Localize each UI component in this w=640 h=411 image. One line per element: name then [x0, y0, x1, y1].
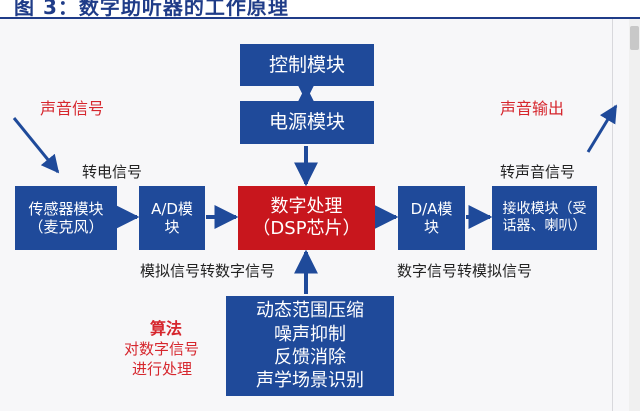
frame-border — [612, 19, 613, 411]
analog-to-digital-label: 模拟信号转数字信号 — [140, 262, 276, 280]
algorithm-title: 算法 — [150, 319, 183, 338]
algorithm-desc-line2: 进行处理 — [132, 360, 193, 378]
sensor-module-label: 传感器模块（麦克风） — [28, 200, 104, 236]
algo-feedback-cancel: 反馈消除 — [274, 347, 346, 368]
sound-signal-label: 声音信号 — [40, 99, 105, 118]
ad-module: A/D模块 — [139, 186, 205, 250]
control-module: 控制模块 — [240, 44, 374, 86]
receiver-module: 接收模块（受话器、喇叭） — [492, 186, 597, 250]
title-divider — [0, 17, 640, 19]
digital-to-analog-label: 数字信号转模拟信号 — [397, 262, 533, 280]
algorithm-desc-line1: 对数字信号 — [124, 340, 200, 358]
to-electric-label: 转电信号 — [82, 163, 143, 181]
power-module-label: 电源模块 — [268, 111, 345, 134]
scrollbar[interactable] — [629, 19, 640, 411]
ad-module-label: A/D模块 — [151, 200, 193, 236]
sound-out-arrow — [586, 104, 618, 153]
da-module-label: D/A模块 — [410, 200, 453, 236]
algorithm-block: 动态范围压缩 噪声抑制 反馈消除 声学场景识别 — [226, 296, 394, 396]
algo-noise-suppression: 噪声抑制 — [274, 323, 346, 345]
scrollbar-thumb[interactable] — [630, 26, 639, 50]
da-module: D/A模块 — [398, 186, 465, 250]
dsp-module-label: 数字处理（DSP芯片） — [252, 196, 361, 239]
sound-in-arrow — [12, 117, 60, 174]
control-module-label: 控制模块 — [268, 53, 345, 76]
dsp-module: 数字处理（DSP芯片） — [238, 186, 375, 250]
sound-output-label: 声音输出 — [500, 99, 565, 118]
algo-compression: 动态范围压缩 — [256, 300, 364, 322]
algo-scene-recognition: 声学场景识别 — [256, 370, 364, 392]
page-title: 图 3：数字助听器的工作原理 — [14, 0, 289, 19]
power-module: 电源模块 — [240, 101, 374, 144]
to-sound-label: 转声音信号 — [500, 163, 576, 181]
receiver-module-label: 接收模块（受话器、喇叭） — [502, 201, 587, 234]
sensor-module: 传感器模块（麦克风） — [15, 186, 117, 250]
